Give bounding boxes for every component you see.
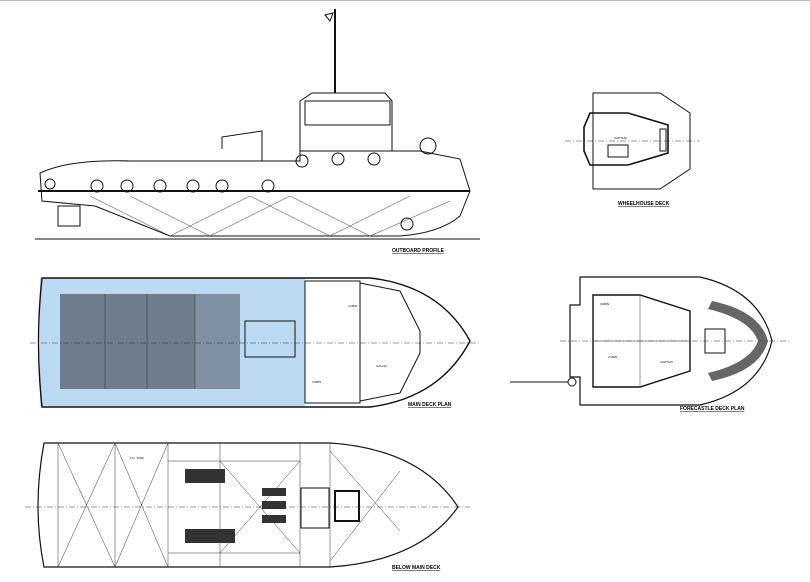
forecastle-hull	[569, 276, 773, 406]
below-main-deck: F.O. TANK BELOW MAIN DECK	[25, 442, 470, 571]
forecastle-captain-label: CAPTAIN	[660, 360, 673, 364]
profile-tank-lines	[89, 195, 451, 237]
below-deck-hull	[37, 442, 459, 568]
below-deck-fo-tank-label: F.O. TANK	[130, 456, 144, 460]
main-deck-galley-label: GALLEY	[376, 364, 388, 368]
main-deck-plan: CABIN GALLEY 4 MEN MAIN DECK PLAN	[30, 277, 480, 408]
profile-crane	[221, 130, 263, 161]
profile-bow-thruster	[400, 217, 414, 231]
profile-hull	[39, 150, 471, 237]
wheelhouse-outline	[592, 92, 691, 190]
towing-winch	[244, 320, 296, 358]
main-deck-cabin-label: CABIN	[312, 380, 321, 384]
main-engine-starboard	[185, 529, 235, 543]
forecastle-marker	[567, 377, 577, 387]
title-below-main-deck: BELOW MAIN DECK	[392, 565, 441, 571]
title-forecastle-deck-plan: FORECASTLE DECK PLAN	[680, 406, 745, 412]
profile-superstructure	[299, 92, 393, 151]
accommodation-block	[304, 280, 361, 404]
generator-1	[262, 488, 286, 496]
forward-rooms	[359, 282, 421, 402]
profile-winch	[419, 137, 437, 155]
wheelhouse-steering	[659, 128, 667, 152]
profile-rudder	[57, 205, 81, 227]
generator-2	[262, 501, 286, 509]
wheelhouse-label: CAPTAIN	[614, 136, 627, 140]
forecastle-deck-plan: CABIN 2 MEN CAPTAIN FORECASTLE DECK PLAN	[510, 276, 790, 412]
title-main-deck-plan: MAIN DECK PLAN	[408, 402, 452, 408]
title-outboard-profile: OUTBOARD PROFILE	[392, 248, 445, 254]
wheelhouse-room	[583, 112, 669, 166]
outboard-profile: OUTBOARD PROFILE	[35, 9, 480, 254]
wheelhouse-deck: CAPTAIN WHEELHOUSE DECK	[565, 92, 700, 207]
main-deck-4men-label: 4 MEN	[348, 304, 357, 308]
below-deck-tanks	[57, 442, 401, 568]
main-deck-hull	[37, 277, 471, 408]
forecastle-cabin-label: CABIN	[600, 302, 609, 306]
title-wheelhouse-deck: WHEELHOUSE DECK	[618, 201, 670, 207]
hatch-grid	[104, 294, 196, 389]
generator-3	[262, 515, 286, 523]
profile-fenders	[44, 152, 381, 193]
profile-bridge	[304, 100, 391, 126]
main-engine-port	[185, 469, 225, 483]
forecastle-bulwark	[708, 301, 768, 381]
profile-flag	[324, 12, 334, 22]
wheelhouse-console	[607, 144, 629, 158]
below-deck-room	[300, 487, 330, 529]
below-deck-store	[334, 490, 360, 522]
cargo-hatch-aft-panel	[195, 294, 240, 389]
forecastle-2men-label: 2 MEN	[608, 355, 617, 359]
